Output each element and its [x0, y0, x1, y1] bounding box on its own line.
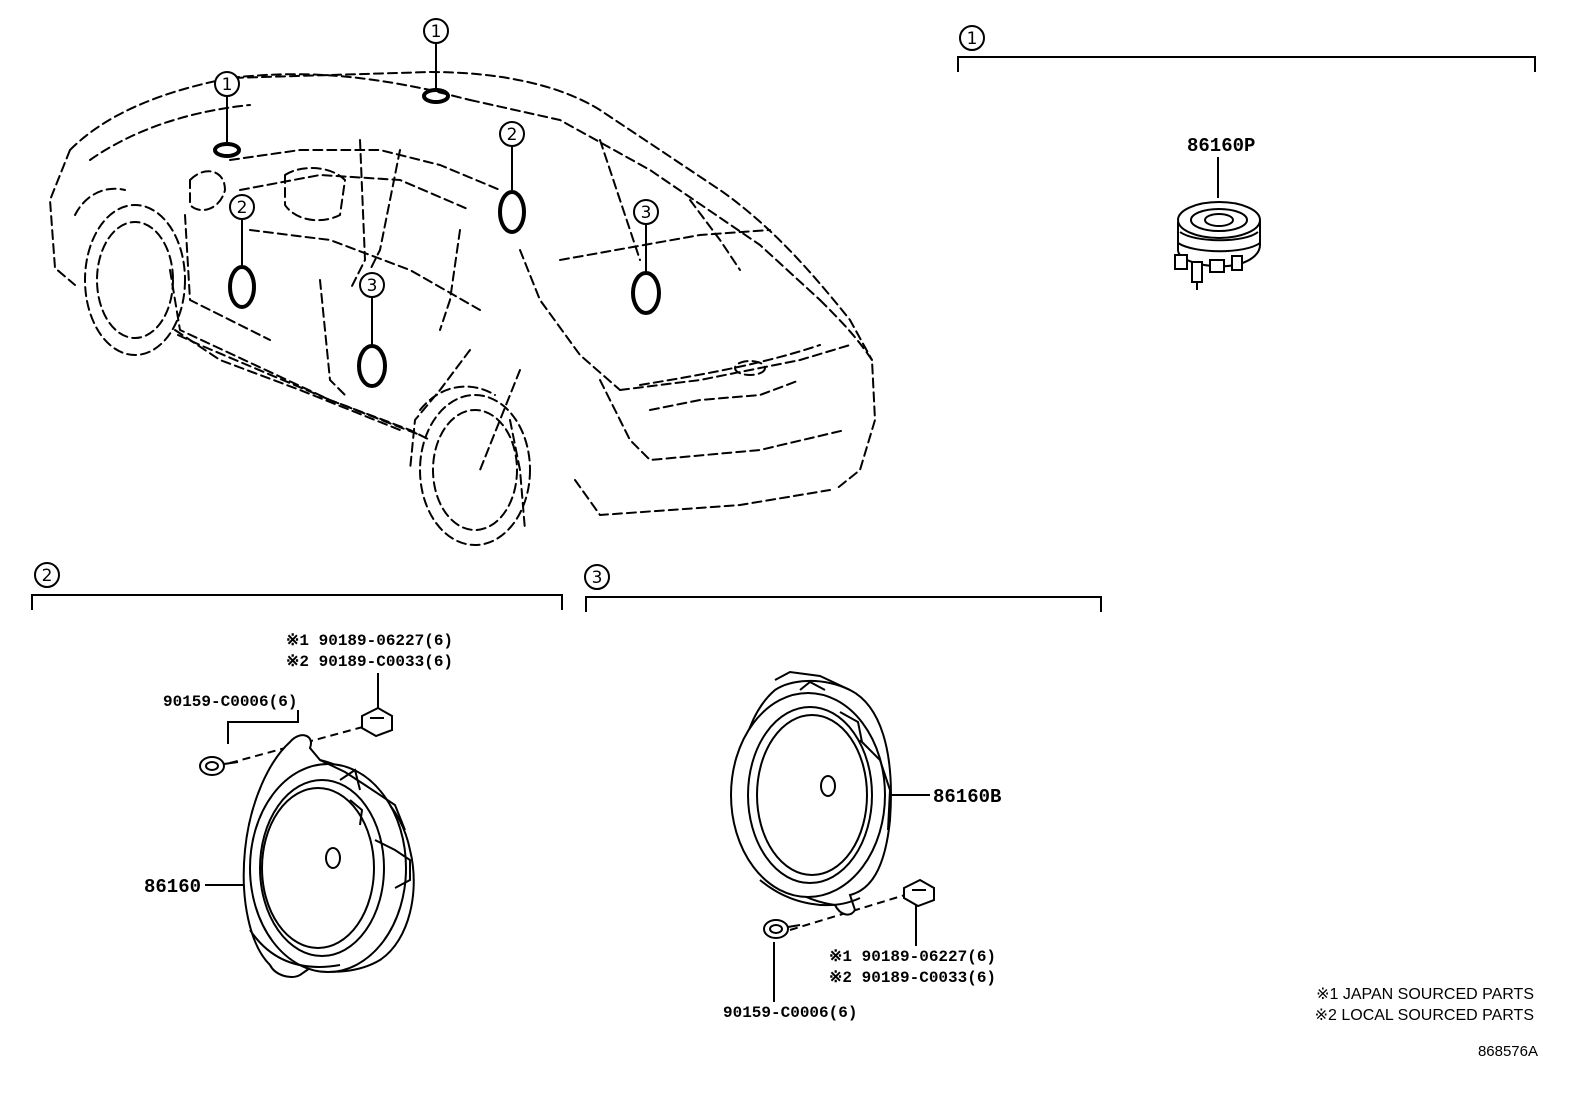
section-3: 3 86160B ※1 90189-06227(6) ※2 90189-C003… — [584, 564, 1102, 1022]
note-japan-sourced: ※1 JAPAN SOURCED PARTS — [1316, 986, 1534, 1003]
speaker-marker-front-door-right — [498, 190, 526, 234]
part-86160-label: 86160 — [144, 876, 201, 898]
section-3-clip-note-2: ※2 90189-C0033(6) — [829, 969, 996, 987]
car-callouts: 1 1 2 2 3 3 — [214, 18, 659, 298]
section-3-screw-label: 90159-C0006(6) — [723, 1004, 857, 1022]
speaker-marker-rear-door-left — [357, 344, 387, 388]
callout-label: 3 — [641, 203, 652, 223]
car-speaker-markers — [213, 88, 661, 388]
section-1-callout: 1 — [959, 25, 985, 51]
speaker-marker-rear-door-right — [631, 271, 661, 315]
diagram-code: 868576A — [1478, 1043, 1538, 1060]
section-2-clip-note-2: ※2 90189-C0033(6) — [286, 653, 453, 671]
screw-90159-c0006-left — [199, 756, 239, 776]
speaker-86160 — [242, 734, 415, 978]
callout-circle-2a: 2 — [229, 194, 255, 220]
section-1-bracket — [957, 56, 1536, 72]
screw-90159-c0006-right — [763, 919, 801, 939]
section-2-bracket — [31, 594, 563, 610]
callout-label: 1 — [222, 75, 233, 95]
speaker-marker-front-tweeter — [213, 142, 241, 158]
part-86160b-label: 86160B — [933, 786, 1001, 808]
section-3-clip-note-1: ※1 90189-06227(6) — [829, 948, 996, 966]
source-notes: ※1 JAPAN SOURCED PARTS ※2 LOCAL SOURCED … — [1315, 986, 1538, 1060]
section-3-bracket — [585, 596, 1102, 612]
section-2-clip-note-1: ※1 90189-06227(6) — [286, 632, 453, 650]
part-86160p-label: 86160P — [1187, 135, 1255, 157]
callout-label: 2 — [507, 125, 518, 145]
speaker-marker-center-tweeter — [422, 88, 450, 104]
section-3-callout: 3 — [584, 564, 610, 590]
callout-label: 1 — [431, 22, 442, 42]
speaker-marker-front-door-left — [228, 265, 256, 309]
callout-circle-1b: 1 — [423, 18, 449, 44]
section-2-label: 2 — [42, 566, 53, 586]
callout-circle-2b: 2 — [499, 121, 525, 147]
tweeter-86160p — [1174, 201, 1261, 290]
callout-circle-3a: 3 — [359, 272, 385, 298]
note-local-sourced: ※2 LOCAL SOURCED PARTS — [1315, 1007, 1534, 1024]
car-illustration — [49, 71, 876, 546]
callout-circle-3b: 3 — [633, 199, 659, 225]
section-3-label: 3 — [592, 568, 603, 588]
callout-label: 2 — [237, 198, 248, 218]
section-1: 1 86160P — [957, 25, 1536, 290]
clip-nut-left — [361, 706, 393, 738]
section-2-callout: 2 — [34, 562, 60, 588]
section-1-label: 1 — [967, 29, 978, 49]
clip-nut-right — [903, 878, 935, 908]
section-2: 2 ※1 90189-06227(6) ※2 90189-C0033(6) 90… — [31, 562, 563, 978]
callout-leaders — [226, 44, 647, 345]
callout-label: 3 — [367, 276, 378, 296]
speaker-86160b — [730, 670, 892, 916]
section-2-screw-label: 90159-C0006(6) — [163, 693, 297, 711]
callout-circle-1a: 1 — [214, 71, 240, 97]
